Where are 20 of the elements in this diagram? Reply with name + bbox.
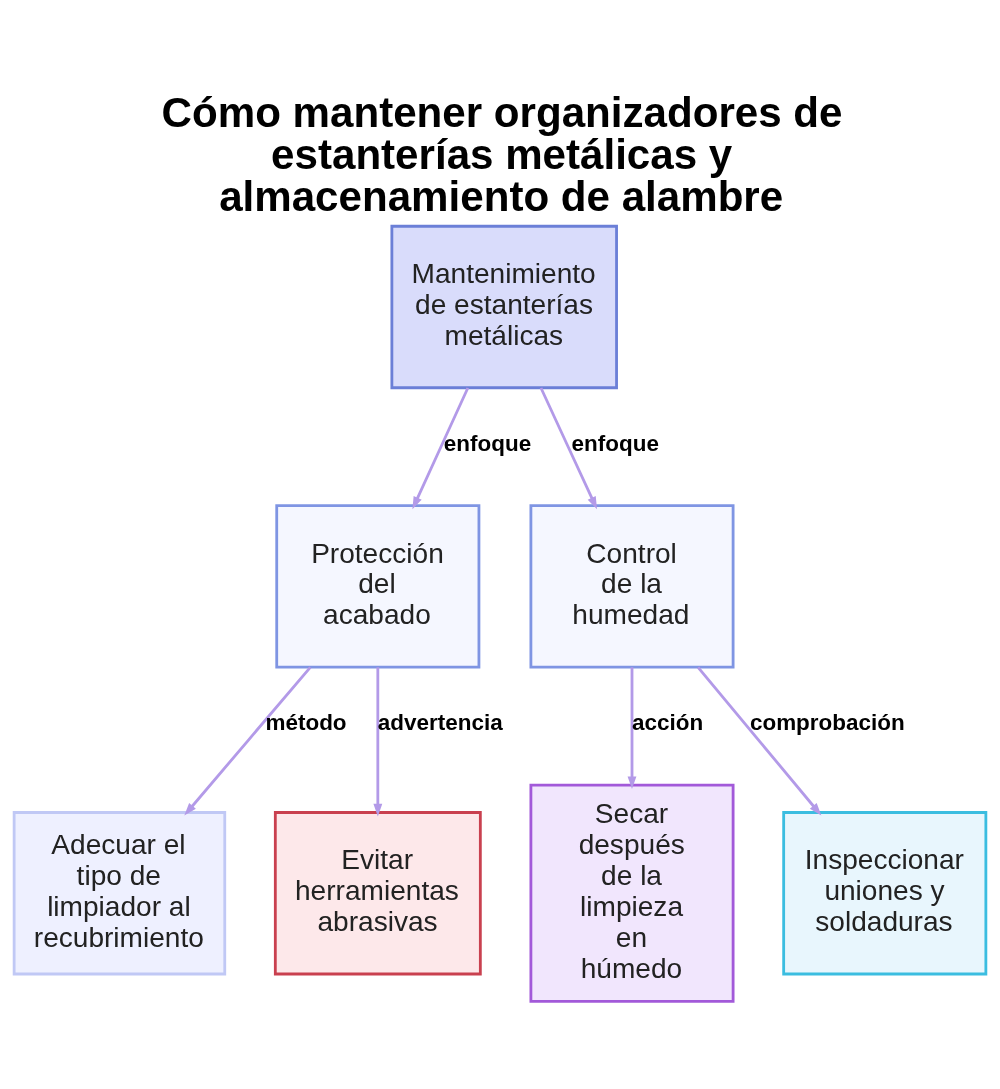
edge-label: comprobación — [749, 709, 905, 735]
node-box: Inspeccionar uniones y soldaduras — [782, 810, 988, 975]
node-box: Secar después de la limpieza en húmedo — [529, 783, 735, 1003]
edge-label: enfoque — [571, 430, 659, 456]
arrow — [412, 386, 470, 509]
arrow — [627, 666, 637, 789]
node-box: Protección del acabado — [275, 503, 481, 669]
arrow — [373, 666, 383, 817]
edge-label: enfoque — [443, 430, 532, 456]
node-box: Adecuar el tipo de limpiador al recubrimiento — [12, 810, 227, 975]
arrow — [184, 665, 312, 816]
edge-label: método — [265, 709, 347, 735]
node-box: Evitar herramientas abrasivas — [273, 810, 482, 975]
arrow — [539, 386, 598, 509]
node-box: Mantenimiento de estanterías metálicas — [390, 224, 618, 389]
edge-label: acción — [632, 709, 704, 735]
arrow — [697, 665, 822, 816]
edge-label: advertencia — [377, 709, 503, 735]
diagram-title: Cómo mantener organizadores de estanterías metálicas y almacenamiento de alambre — [161, 88, 843, 220]
node-box: Control de la humedad — [529, 503, 735, 669]
